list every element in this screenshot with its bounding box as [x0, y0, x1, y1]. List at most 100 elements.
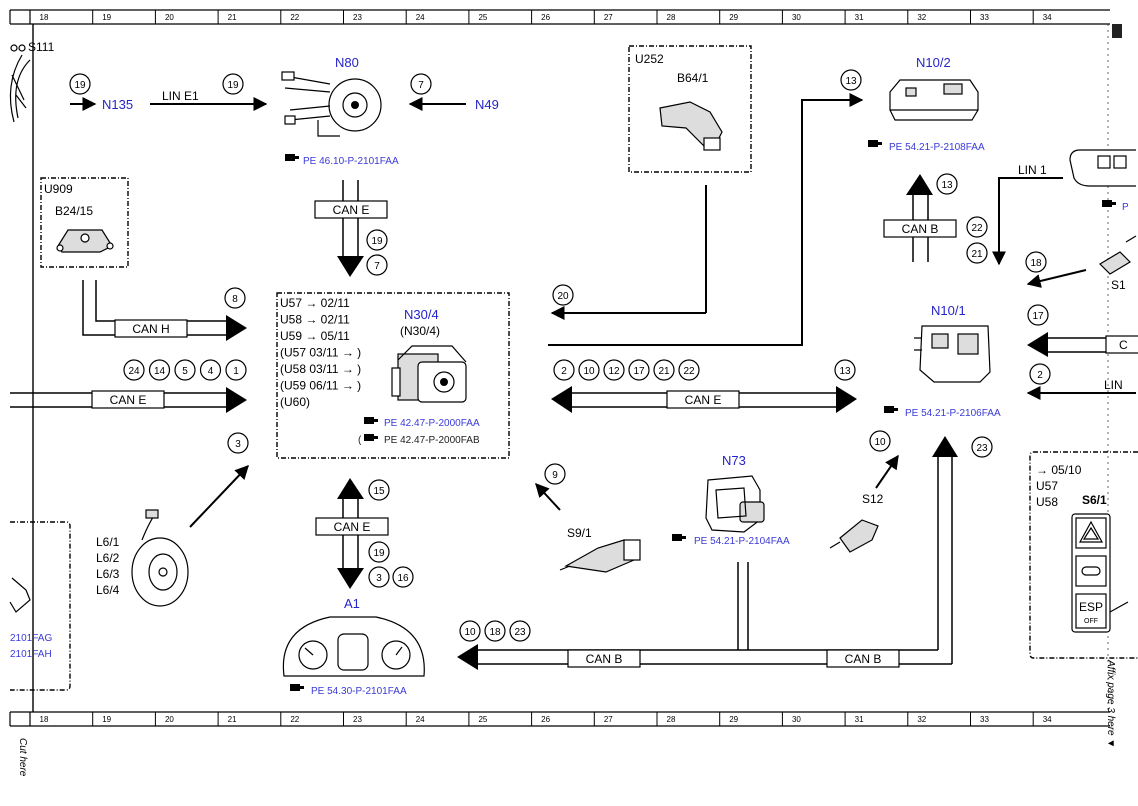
n10-2-ref-icon — [868, 140, 882, 147]
s111-component: S111 — [9, 40, 55, 123]
s1-fragment-label: S1 — [1111, 278, 1126, 292]
can-e-left-number: 5 — [182, 366, 188, 377]
u909-label: U909 — [44, 182, 73, 196]
c-fragment-bus: C 17 — [1027, 304, 1138, 357]
n30-4-code: U58 → 02/11 — [280, 313, 350, 327]
can-b-bottom-right-label: CAN B — [845, 652, 882, 666]
u252-box: U252 B64/1 — [628, 45, 752, 173]
mid-bus-circle — [628, 359, 650, 381]
l6-2-label: L6/2 — [96, 551, 120, 565]
num-can-e-top-a: 19 — [371, 236, 383, 247]
num-from-b64: 20 — [557, 291, 569, 302]
top-ruler-number-34: 34 — [1043, 13, 1052, 22]
circle-to-n10-2 — [840, 69, 862, 91]
a1-ref: PE 54.30-P-2101FAA — [311, 686, 407, 697]
num-n49-out: 7 — [418, 80, 424, 91]
n10-1-ref-icon — [884, 406, 898, 413]
num-mid-bus-right: 13 — [839, 366, 851, 377]
n80-ref: PE 46.10-P-2101FAA — [303, 156, 399, 167]
s9-1-sensor: 9 S9/1 — [535, 463, 641, 573]
lin-fragment-label: LIN — [1104, 378, 1123, 392]
circle-n80-in — [222, 73, 244, 95]
bottom-ruler-number-34: 34 — [1043, 715, 1052, 724]
mid-bus-number: 2 — [561, 366, 567, 377]
num-can-e-top-b: 7 — [374, 261, 380, 272]
num-can-h: 8 — [232, 294, 238, 305]
bottom-ruler-number-29: 29 — [729, 715, 738, 724]
right-ref-icon — [1102, 200, 1116, 207]
circle-n135-in — [69, 73, 91, 95]
u909-box: U909 B24/15 — [40, 177, 129, 268]
c-fragment-label: C — [1119, 338, 1128, 352]
mid-bus-circle — [653, 359, 675, 381]
num-from-s1: 18 — [1030, 258, 1042, 269]
top-ruler-number-29: 29 — [729, 13, 738, 22]
num-l6-arrow: 3 — [235, 439, 241, 450]
can-b-right-bus: CAN B 13 22 21 — [883, 173, 988, 264]
esp-off-label: OFF — [1084, 618, 1098, 625]
esp-label: ESP — [1079, 600, 1103, 614]
top-ruler-number-24: 24 — [416, 13, 425, 22]
s6-code: U57 — [1036, 479, 1058, 493]
bottom-ruler-number-28: 28 — [667, 715, 676, 724]
n30-ref-icon-2 — [364, 434, 378, 441]
num-n80-in: 19 — [227, 80, 239, 91]
num-can-e-bottom-d: 16 — [397, 573, 409, 584]
circle-from-lin — [1029, 363, 1051, 385]
can-e-left-circle — [174, 359, 196, 381]
circle-to-n10-1 — [971, 436, 993, 458]
s6-1-label: S6/1 — [1082, 493, 1107, 507]
a1-label: A1 — [344, 596, 360, 611]
mid-bus-number: 22 — [683, 366, 695, 377]
top-ruler-number-22: 22 — [290, 13, 299, 22]
circle-from-b64 — [552, 284, 574, 306]
lin-e1-label: LIN E1 — [162, 89, 199, 103]
top-ruler-number-18: 18 — [40, 13, 49, 22]
n30-4-code: U57 → 02/11 — [280, 296, 350, 310]
num-to-n10-2: 13 — [845, 76, 857, 87]
n10-1-label: N10/1 — [931, 303, 966, 318]
l6-4-label: L6/4 — [96, 583, 120, 597]
lin1-label: LIN 1 — [1018, 163, 1047, 177]
a1-instrument-cluster: A1 PE 54.30-P-2101FAA — [282, 596, 425, 697]
can-b-bottom-number: 23 — [514, 627, 526, 638]
top-ruler-number-31: 31 — [855, 13, 864, 22]
can-h-label: CAN H — [132, 322, 169, 336]
s12-label: S12 — [862, 492, 884, 506]
top-ruler-number-30: 30 — [792, 13, 801, 22]
bottom-ruler-number-18: 18 — [40, 715, 49, 724]
corner-mark — [1112, 24, 1122, 38]
bottom-ruler-number-33: 33 — [980, 715, 989, 724]
bottom-ruler-number-19: 19 — [102, 715, 111, 724]
n80-label: N80 — [335, 55, 359, 70]
n73-label: N73 — [722, 453, 746, 468]
mid-bus-number: 10 — [583, 366, 595, 377]
l6-1-label: L6/1 — [96, 535, 120, 549]
can-b-right-label: CAN B — [902, 222, 939, 236]
mid-bus-number: 12 — [608, 366, 620, 377]
can-b-bottom-circle — [459, 620, 481, 642]
can-b-bottom-circle — [484, 620, 506, 642]
n80-ref-icon — [285, 154, 299, 161]
arrow-from-s1 — [1026, 269, 1087, 288]
middle-switch — [1075, 555, 1107, 587]
can-e-top-label: CAN E — [333, 203, 370, 217]
n30-4-code: (U58 03/11 → ) — [280, 362, 361, 376]
can-b-bottom-circle — [509, 620, 531, 642]
num-can-b-right-b: 22 — [971, 223, 983, 234]
top-ruler-number-32: 32 — [917, 13, 926, 22]
lin1-line — [992, 177, 1063, 266]
n10-1-module: N10/1 PE 54.21-P-2106FAA — [884, 303, 1001, 419]
left-fragment-box: 2101FAG 2101FAH — [9, 521, 71, 691]
circle-l6-arrow — [227, 432, 249, 454]
n30-4-code: (U59 06/11 → ) — [280, 379, 361, 393]
n10-2-ref: PE 54.21-P-2108FAA — [889, 142, 985, 153]
left-ref-1: 2101FAG — [10, 633, 52, 644]
bottom-ruler-number-23: 23 — [353, 715, 362, 724]
can-b-bottom-left-label: CAN B — [586, 652, 623, 666]
l6-wheel-sensor: L6/1 L6/2 L6/3 L6/4 — [96, 509, 189, 607]
